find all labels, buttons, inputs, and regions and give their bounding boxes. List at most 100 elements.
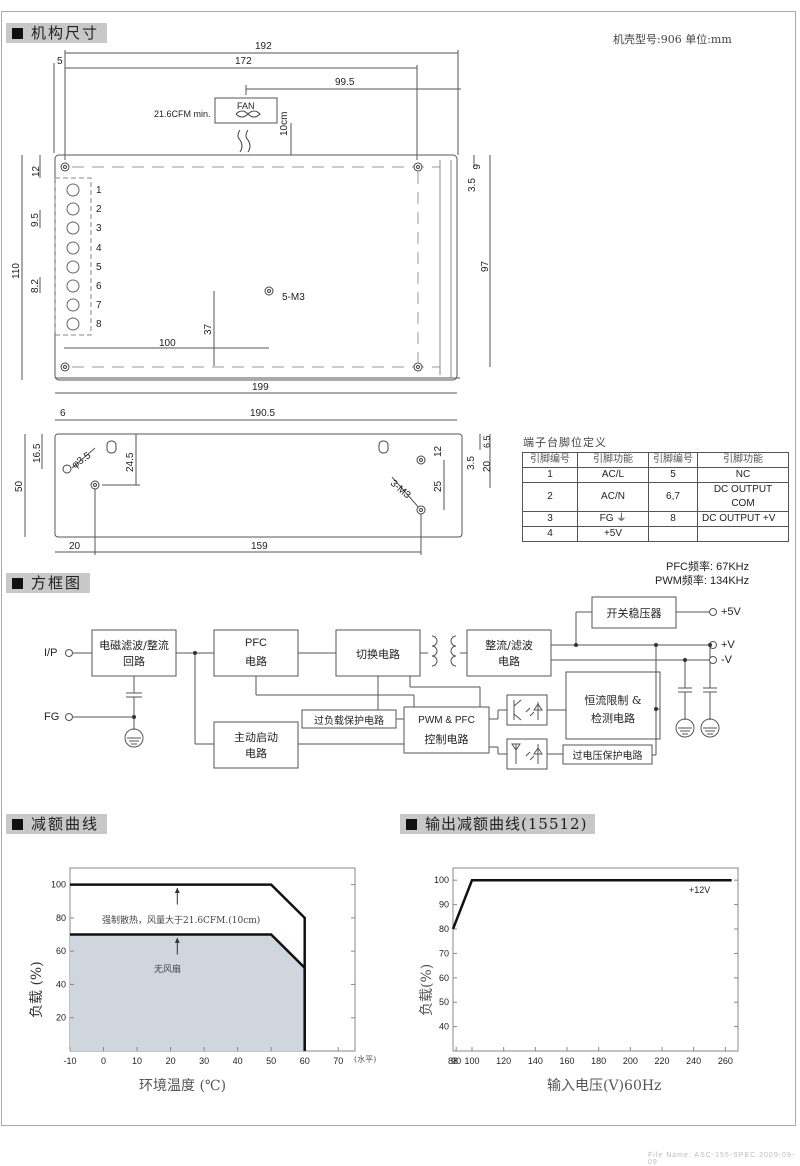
terminal-block <box>54 177 92 336</box>
output-nv-label: -V <box>721 654 732 666</box>
x-tick-label: 120 <box>496 1056 511 1066</box>
olp-label: 过负载保护电路 <box>314 716 384 727</box>
y-tick-label: 80 <box>56 913 66 923</box>
terminal-number: 5 <box>96 262 102 273</box>
table-cell: AC/N <box>577 482 649 512</box>
ovp-label: 过电压保护电路 <box>572 751 643 762</box>
page-frame <box>1 11 796 1126</box>
terminal-screw <box>66 183 80 197</box>
y-tick-label: 100 <box>51 880 66 890</box>
side-dim-20: 20 <box>69 541 81 552</box>
dim-172: 172 <box>235 56 252 67</box>
pwm-frequency: PWM频率: 134KHz <box>655 575 750 587</box>
side-dim-159: 159 <box>251 541 268 552</box>
x-tick-label: 20 <box>166 1056 176 1066</box>
x-tick-label: 70 <box>333 1056 343 1066</box>
section-title-block-diagram: 方框图 <box>6 573 91 593</box>
x-tick-label: 180 <box>591 1056 606 1066</box>
chart2-ylabel: 负载(%) <box>419 963 435 1016</box>
terminal-number: 2 <box>96 204 102 215</box>
airflow-arrow <box>237 129 243 153</box>
y-tick-label: 90 <box>439 900 449 910</box>
regulator-label: 开关稳压器 <box>606 607 662 620</box>
chart1-annotation-nofan: 无风扇 <box>154 965 182 975</box>
chart1-ylabel: 负载 (%) <box>29 961 45 1018</box>
chart1-annotation-forced: 强制散热，风量大于21.6CFM.(10cm) <box>102 916 261 926</box>
pwm-label-2: 控制电路 <box>424 733 469 746</box>
x-tick-label: 30 <box>199 1056 209 1066</box>
terminal-screw <box>66 317 80 331</box>
x-tick-label: 140 <box>528 1056 543 1066</box>
dim-100: 100 <box>159 338 176 349</box>
startup-label-2: 电路 <box>245 747 267 760</box>
output-terminal <box>709 608 717 616</box>
terminal-screw <box>66 241 80 255</box>
terminal-number: 1 <box>96 185 102 196</box>
ground-icon <box>700 718 720 738</box>
series-line <box>451 878 732 930</box>
y-tick-label: 60 <box>56 946 66 956</box>
x-tick-label: 100 <box>464 1056 479 1066</box>
table-row: 4 +5V <box>522 526 789 542</box>
y-tick-label: 20 <box>56 1013 66 1023</box>
x-tick-label: 88 <box>448 1056 458 1066</box>
terminal-screw <box>66 260 80 274</box>
series-fill <box>70 934 305 1051</box>
section-bullet-icon <box>12 819 23 830</box>
terminal-screw <box>66 202 80 216</box>
ground-icon <box>124 728 144 748</box>
table-row: 2 AC/N 6,7 DC OUTPUT COM <box>522 482 789 512</box>
y-tick-label: 100 <box>434 875 449 885</box>
transformer-primary <box>431 635 438 667</box>
pin-table: 引脚编号 引脚功能 引脚编号 引脚功能 1 AC/L 5 NC 2 AC/N 6… <box>522 452 789 542</box>
y-tick-label: 80 <box>439 924 449 934</box>
y-tick-label: 70 <box>439 948 449 958</box>
emi-label-2: 回路 <box>123 655 145 668</box>
fan-label: FAN <box>237 101 255 111</box>
pfc-label: PFC <box>245 637 267 649</box>
x-tick-label: 240 <box>686 1056 701 1066</box>
ground-icon <box>675 718 695 738</box>
side-dim-190-5: 190.5 <box>250 408 276 419</box>
pin-table-title: 端子台脚位定义 <box>523 436 607 449</box>
table-cell: DC OUTPUT COM <box>697 482 789 512</box>
output-pv-label: +V <box>721 639 735 651</box>
table-cell <box>697 526 789 542</box>
chart1-x-unit-note: (水平) <box>354 1055 377 1064</box>
block-diagram <box>65 596 720 770</box>
output-5v-label: +5V <box>721 606 741 618</box>
terminal-screw <box>66 298 80 312</box>
pfc-label-2: 电路 <box>245 655 267 668</box>
side-dim-6: 6 <box>60 408 66 419</box>
case-info: 机壳型号:906 单位:mm <box>613 33 732 46</box>
x-tick-label: 200 <box>623 1056 638 1066</box>
input-label: I/P <box>44 647 58 659</box>
pwm-label: PWM & PFC <box>418 715 475 726</box>
y-tick-label: 60 <box>439 973 449 983</box>
emi-label: 电磁滤波/整流 <box>99 639 169 652</box>
startup-label: 主动启动 <box>234 731 278 744</box>
dim-192: 192 <box>255 41 272 52</box>
cc-block <box>565 671 661 740</box>
pfc-frequency: PFC频率: 67KHz <box>666 561 750 573</box>
fan-airflow: 21.6CFM min. <box>154 109 211 119</box>
terminal-number: 3 <box>96 223 102 234</box>
dim-5: 5 <box>57 56 63 67</box>
table-row: 1 AC/L 5 NC <box>522 467 789 483</box>
section-bullet-icon <box>12 578 23 589</box>
dim-99-5: 99.5 <box>335 77 355 88</box>
dim-199: 199 <box>252 382 269 393</box>
x-tick-label: -10 <box>63 1056 76 1066</box>
x-tick-label: 260 <box>718 1056 733 1066</box>
y-tick-label: 50 <box>439 997 449 1007</box>
switch-label: 切换电路 <box>356 648 400 661</box>
series-line <box>70 933 306 1051</box>
terminal-number: 7 <box>96 300 102 311</box>
chart2-xlabel: 输入电压(V)60Hz <box>547 1078 662 1094</box>
section-title-output-derating: 输出减额曲线(15512) <box>400 814 596 834</box>
x-tick-label: 220 <box>654 1056 669 1066</box>
side-hole <box>62 464 72 474</box>
chart1-xlabel: 环境温度 (℃) <box>139 1078 227 1094</box>
